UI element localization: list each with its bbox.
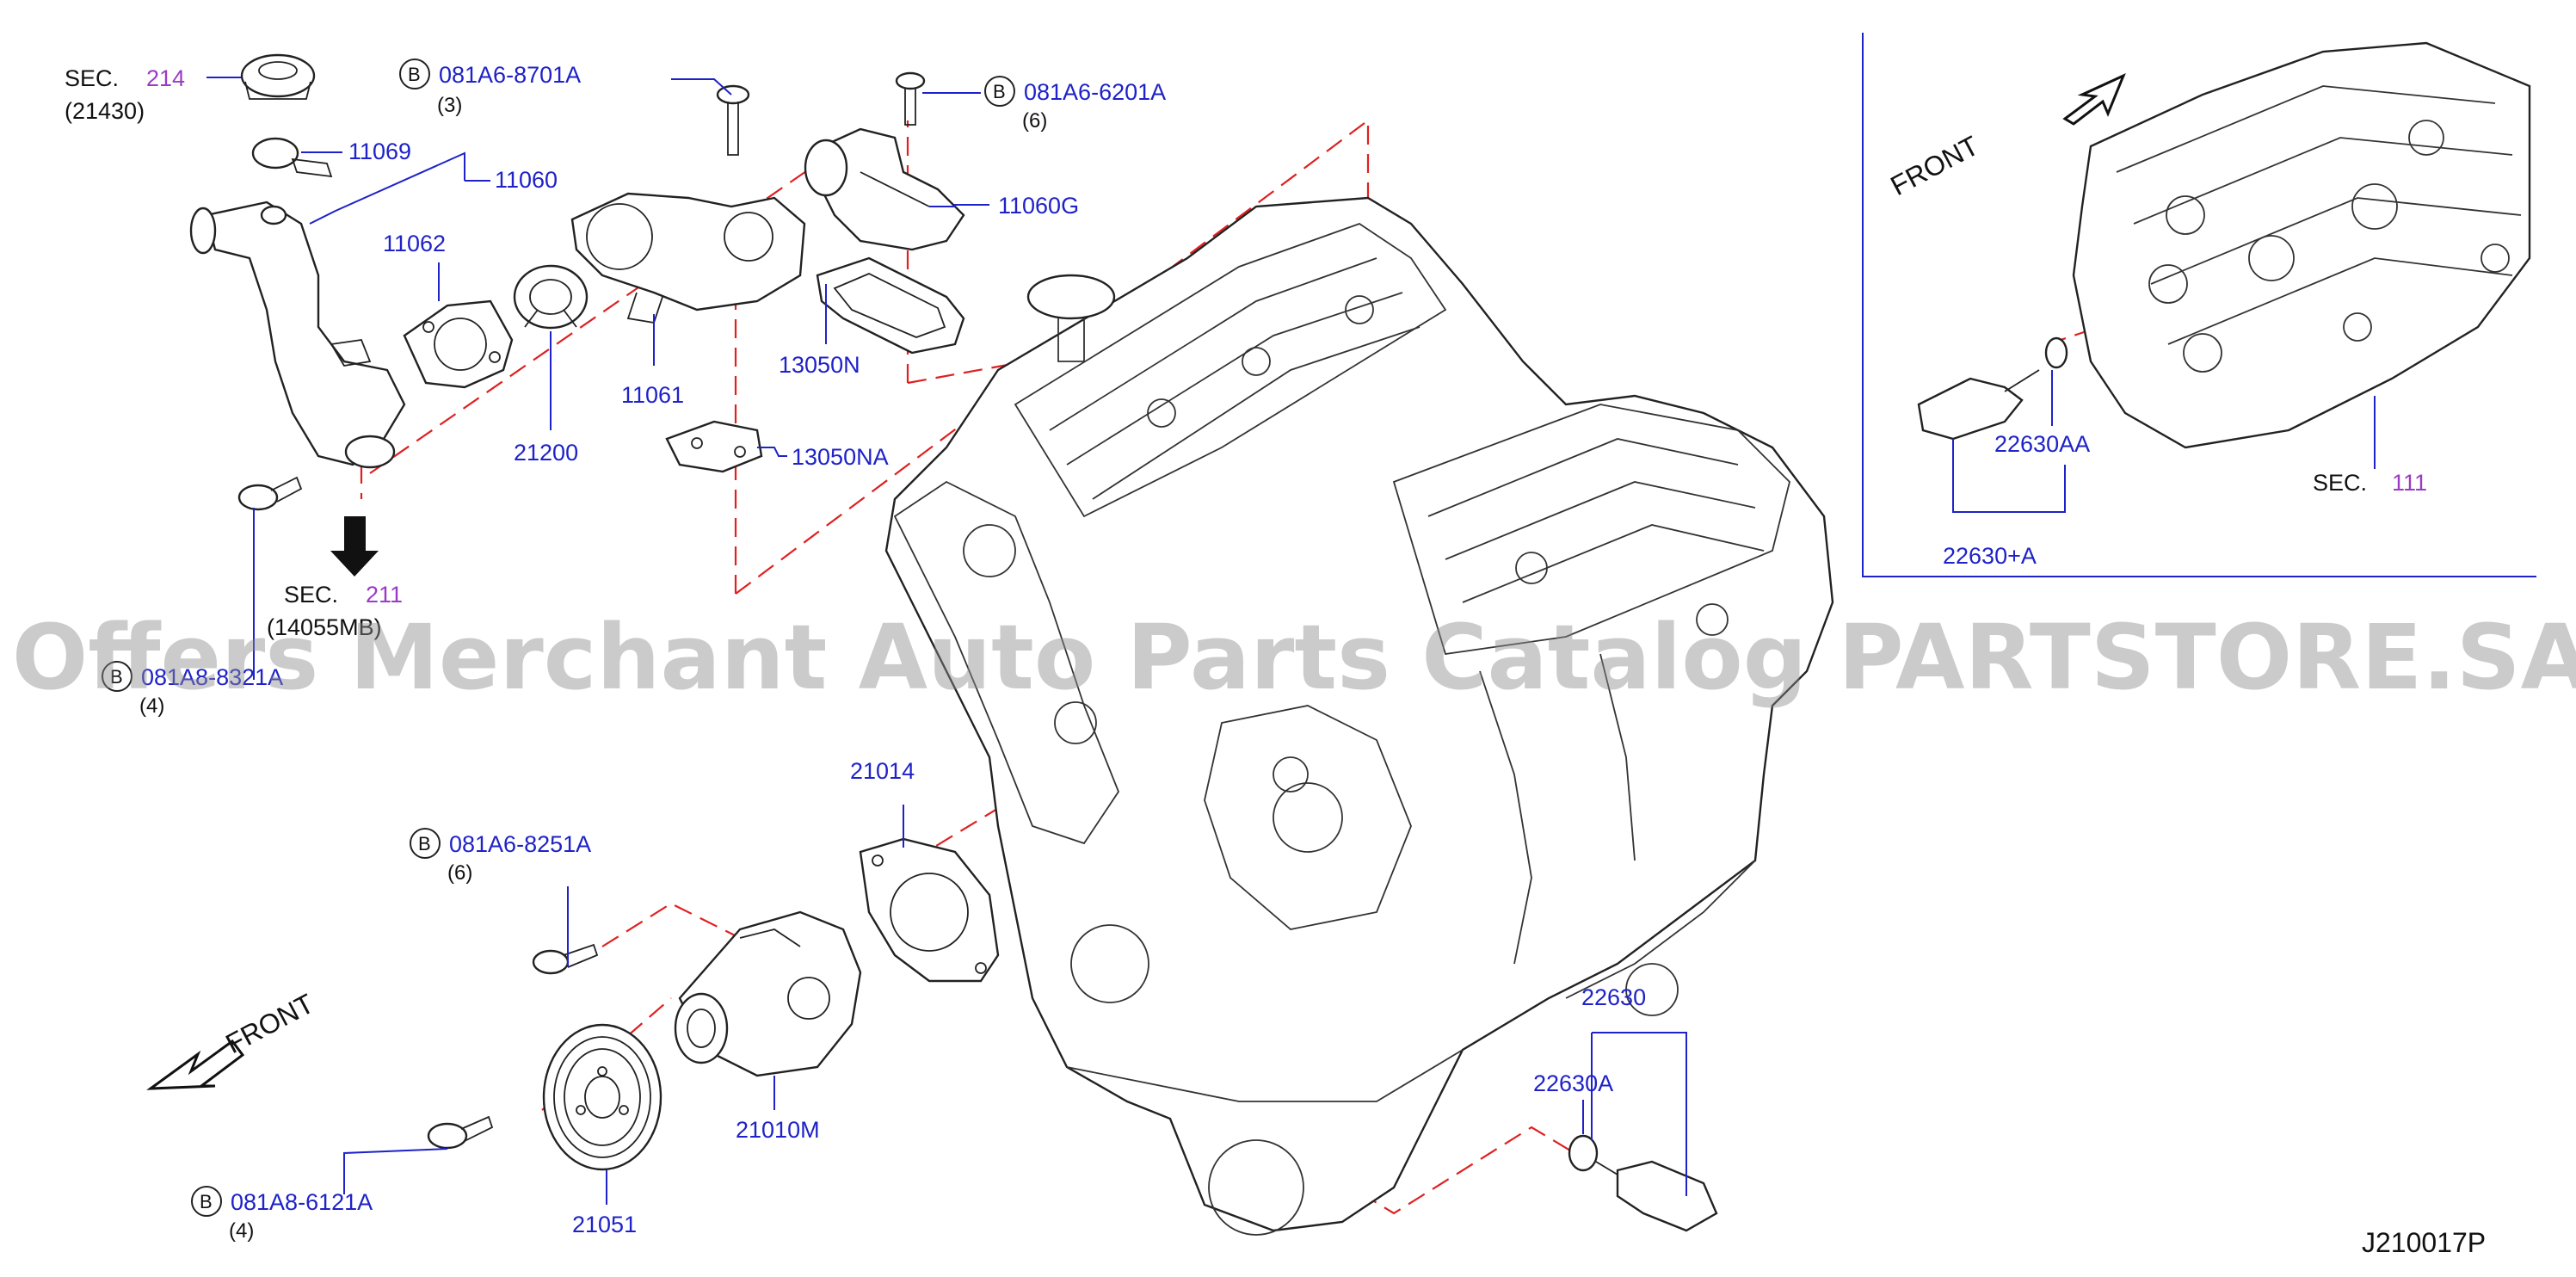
bolt-6121a: [427, 1115, 494, 1150]
qty-8251a: (6): [447, 861, 472, 885]
front-label-main: FRONT: [220, 988, 318, 1060]
svg-text:B: B: [110, 666, 123, 688]
part-081a8-6121a[interactable]: 081A8-6121A: [231, 1189, 373, 1215]
b-marker-6121a: B: [191, 1186, 222, 1217]
diagram-code: J210017P: [2362, 1227, 2486, 1258]
part-22630-plus-a[interactable]: 22630+A: [1943, 543, 2037, 569]
hose-clamp: [251, 137, 333, 178]
front-arrow-icon-inset: [2062, 73, 2126, 126]
part-21051[interactable]: 21051: [572, 1212, 637, 1237]
svg-text:B: B: [408, 64, 421, 85]
part-081a6-6201a[interactable]: 081A6-6201A: [1024, 79, 1166, 105]
svg-text:B: B: [200, 1191, 213, 1212]
b-marker-8321a: B: [102, 661, 132, 692]
bolt-6201a: [895, 71, 926, 126]
water-outlet: [570, 192, 806, 324]
part-11069[interactable]: 11069: [348, 139, 411, 164]
bolt-8251a: [532, 943, 599, 975]
leader-lines: [206, 77, 2376, 1205]
arrow-down-icon: [330, 516, 379, 577]
gasket-21014: [859, 837, 1000, 983]
gasket-13050na: [665, 420, 763, 473]
inset-temperature-sensor: [1917, 336, 2068, 441]
thermostat: [513, 264, 589, 330]
qty-8701a: (3): [437, 94, 462, 117]
part-13050n[interactable]: 13050N: [779, 352, 860, 378]
water-outlet-elbow: [804, 127, 965, 251]
part-22630[interactable]: 22630: [1581, 984, 1646, 1010]
sec-211-prefix: SEC.: [284, 582, 338, 608]
front-label-inset: FRONT: [1885, 130, 1983, 202]
sec-214-number[interactable]: 214: [146, 65, 185, 91]
part-21200[interactable]: 21200: [514, 440, 578, 466]
b-marker-8701a: B: [399, 59, 430, 89]
bolt-8701a: [716, 84, 750, 156]
part-21010m[interactable]: 21010M: [736, 1117, 820, 1143]
qty-6121a: (4): [229, 1219, 254, 1243]
gasket-11062: [403, 299, 514, 389]
qty-6201a: (6): [1022, 109, 1047, 133]
sec-214-sub: (21430): [65, 98, 145, 124]
part-13050na[interactable]: 13050NA: [792, 444, 889, 470]
inset-frame: [1862, 33, 2536, 577]
sec-211-sub: (14055MB): [267, 614, 382, 640]
part-081a6-8251a[interactable]: 081A6-8251A: [449, 831, 591, 857]
sec-211-number[interactable]: 211: [366, 582, 403, 608]
front-arrow-icon-main: [146, 1039, 245, 1090]
part-21014[interactable]: 21014: [850, 758, 915, 784]
water-inlet-pipe: [189, 200, 406, 469]
part-081a6-8701a[interactable]: 081A6-8701A: [439, 62, 581, 88]
sec-214-prefix: SEC.: [65, 65, 119, 91]
part-11062[interactable]: 11062: [383, 231, 446, 256]
gasket-13050n: [816, 256, 965, 355]
part-11061[interactable]: 11061: [621, 382, 684, 408]
svg-text:B: B: [418, 833, 431, 854]
radiator-cap: [240, 53, 316, 100]
sec-111-number[interactable]: 111: [2392, 470, 2427, 496]
b-marker-6201a: B: [984, 76, 1015, 107]
part-081a8-8321a[interactable]: 081A8-8321A: [141, 664, 283, 690]
water-pump-pulley: [542, 1023, 662, 1171]
part-22630aa[interactable]: 22630AA: [1994, 431, 2090, 457]
bolt-8321a: [237, 476, 303, 511]
engine-assembly: [884, 196, 1834, 1236]
svg-text:B: B: [993, 81, 1006, 102]
temperature-sensor: [1568, 1134, 1718, 1232]
inset-cylinder-head: [2072, 41, 2531, 449]
label-layer: SEC. 214 (21430) B 081A6-8701A (3) B 081…: [65, 59, 2486, 1258]
qty-8321a: (4): [139, 694, 164, 718]
sec-111-prefix: SEC.: [2313, 470, 2367, 496]
watermark: Offers Merchant Auto Parts Catalog PARTS…: [12, 605, 2576, 710]
part-11060g[interactable]: 11060G: [998, 193, 1079, 219]
b-marker-8251a: B: [410, 828, 441, 859]
part-22630a[interactable]: 22630A: [1533, 1070, 1613, 1096]
water-pump: [674, 910, 862, 1077]
part-11060[interactable]: 11060: [495, 167, 558, 193]
